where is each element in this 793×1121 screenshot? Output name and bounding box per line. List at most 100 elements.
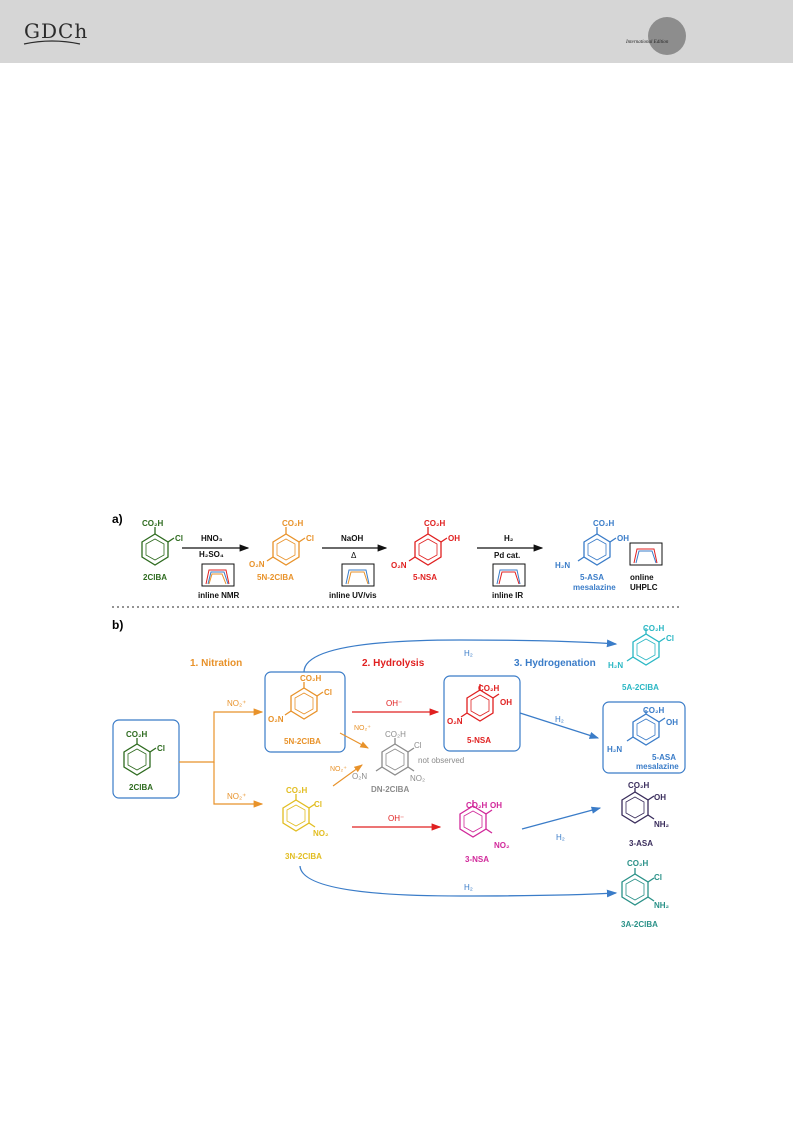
c4-oh: OH <box>617 534 629 543</box>
c4-nh2: H₂N <box>555 561 570 570</box>
step2-analytics: inline UV/vis <box>329 591 377 600</box>
n5-co2h: CO₂H <box>300 674 322 683</box>
compound-3-asa <box>621 788 655 824</box>
step3-reagent2: Pd cat. <box>494 551 520 560</box>
compound-5-asa-b <box>626 710 666 746</box>
step2-reagent2: Δ <box>351 551 357 560</box>
step3-analytics: inline IR <box>492 591 523 600</box>
compound-5a-2clba <box>626 628 666 666</box>
nsa5-co2h: CO₂H <box>478 684 500 693</box>
step1-reagent1: HNO₃ <box>201 534 223 543</box>
h2-label-low: H₂ <box>556 833 565 842</box>
compound-2clba-b <box>123 738 157 776</box>
compound-2clba-a <box>141 527 175 566</box>
ir-spectrum-icon <box>492 563 526 587</box>
dn-o2n: O₂N <box>352 772 367 781</box>
logo-swoosh-icon <box>23 40 81 45</box>
h2-label-mid: H₂ <box>555 715 564 724</box>
h2-label-bottom: H₂ <box>464 883 473 892</box>
nsa5-oh: OH <box>500 698 512 707</box>
n3-cl: Cl <box>314 800 322 809</box>
compound-5-asa-a <box>577 527 617 566</box>
not-observed-label: not observed <box>418 756 464 765</box>
c3-name: 5-NSA <box>413 573 437 582</box>
dn-cl: Cl <box>414 741 422 750</box>
compound-dn-2clba <box>375 738 415 776</box>
5-asa-box <box>602 701 686 774</box>
c4-co2h: CO₂H <box>593 519 615 528</box>
asa3-oh: OH <box>654 793 666 802</box>
step2-reagent1: NaOH <box>341 534 363 543</box>
a5cl-cl: Cl <box>666 634 674 643</box>
asa5-name: 5-ASA <box>652 753 676 762</box>
a3cl-nh2: NH₂ <box>654 901 670 910</box>
step1-analytics: inline NMR <box>198 591 240 600</box>
nsa3-co2h: CO₂H <box>466 801 488 810</box>
asa5-oh: OH <box>666 718 678 727</box>
c1-cl: Cl <box>175 534 183 543</box>
dn-no2: NO₂ <box>410 774 425 783</box>
asa5-co2h: CO₂H <box>643 706 665 715</box>
compound-5-nsa-a <box>408 527 448 566</box>
nitration-arrow-3 <box>213 762 264 808</box>
panel-b-label: b) <box>112 618 123 632</box>
a5cl-name: 5A-2ClBA <box>622 683 659 692</box>
final-analytics-1: online <box>630 573 654 582</box>
nsa3-no2: NO₂ <box>494 841 510 850</box>
c3-no2: O₂N <box>391 561 407 570</box>
stage-hydrolysis: 2. Hydrolysis <box>362 658 425 669</box>
n3-no2: NO₂ <box>313 829 329 838</box>
n3-name: 3N-2ClBA <box>285 852 322 861</box>
a3cl-name: 3A-2ClBA <box>621 920 658 929</box>
oh-label-bottom: OH⁻ <box>388 814 404 823</box>
no2-label-bottom: NO₂⁺ <box>227 792 246 801</box>
h2-label-top: H₂ <box>464 649 473 658</box>
hydrogenation-arrow-3a <box>299 865 618 898</box>
5n-2clba-box <box>264 671 346 753</box>
no2-label-dn-top: NO₂⁺ <box>354 725 371 732</box>
c2-no2: O₂N <box>249 560 265 569</box>
final-analytics-2: UHPLC <box>630 583 658 592</box>
a3cl-co2h: CO₂H <box>627 859 649 868</box>
oh-label-top: OH⁻ <box>386 699 402 708</box>
c1-co2h: CO₂H <box>142 519 164 528</box>
overnitration-arrow-bottom <box>332 764 363 787</box>
asa5-name2: mesalazine <box>636 762 679 771</box>
no2-label-top: NO₂⁺ <box>227 699 246 708</box>
no2-label-dn-bottom: NO₂⁺ <box>330 766 347 773</box>
start-cl: Cl <box>157 744 165 753</box>
compound-3n-2clba <box>282 794 316 832</box>
n5-cl: Cl <box>324 688 332 697</box>
journal-header-bar: GDCh International Edition <box>0 0 793 63</box>
compound-5n-2clba-b <box>284 682 324 720</box>
asa3-nh2: NH₂ <box>654 820 670 829</box>
c4-name2: mesalazine <box>573 583 616 592</box>
n5-no2: O₂N <box>268 715 284 724</box>
overnitration-arrow-top <box>339 732 369 749</box>
edition-label: International Edition <box>626 40 669 45</box>
compound-3a-2clba <box>621 868 655 906</box>
start-compound-box <box>112 719 180 799</box>
asa3-co2h: CO₂H <box>628 781 650 790</box>
dn-name: DN-2ClBA <box>371 785 409 794</box>
nsa3-oh: OH <box>490 801 502 810</box>
compound-5-nsa-b <box>460 684 500 722</box>
hydrogenation-arrow-5a <box>303 639 618 673</box>
stage-nitration: 1. Nitration <box>190 658 242 669</box>
compound-3-nsa <box>459 800 493 838</box>
asa5-nh2: H₂N <box>607 745 622 754</box>
c3-oh: OH <box>448 534 460 543</box>
nmr-spectrum-icon <box>201 563 235 587</box>
start-name: 2ClBA <box>129 783 153 792</box>
uvvis-spectrum-icon <box>341 563 375 587</box>
panel-a-label: a) <box>112 512 123 526</box>
c1-name: 2ClBA <box>143 573 167 582</box>
c3-co2h: CO₂H <box>424 519 446 528</box>
c2-name: 5N-2ClBA <box>257 573 294 582</box>
c4-name: 5-ASA <box>580 573 604 582</box>
stage-hydrogenation: 3. Hydrogenation <box>514 658 596 669</box>
nsa5-name: 5-NSA <box>467 736 491 745</box>
a5cl-co2h: CO₂H <box>643 624 665 633</box>
nsa3-name: 3-NSA <box>465 855 489 864</box>
